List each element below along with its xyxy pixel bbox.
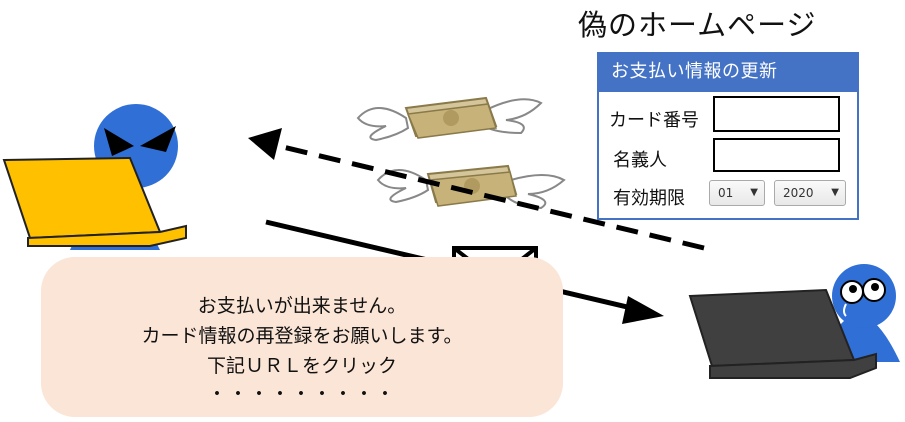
flying-money-icon bbox=[356, 96, 543, 142]
card-number-input[interactable] bbox=[713, 96, 840, 132]
money-flow-dashed-arrow bbox=[261, 139, 705, 251]
expiry-year-value: 2020 bbox=[783, 186, 814, 200]
victim-laptop bbox=[688, 288, 877, 379]
chevron-down-icon: ▼ bbox=[831, 187, 839, 198]
message-line-4: ・・・・・・・・・ bbox=[207, 383, 397, 405]
attacker-angry-eyes bbox=[104, 126, 176, 156]
holder-name-input[interactable] bbox=[713, 138, 840, 172]
holder-name-label: 名義人 bbox=[613, 150, 667, 171]
message-line-1: お支払いが出来ません。 bbox=[197, 295, 407, 317]
message-line-2: カード情報の再登録をお願いします。 bbox=[141, 325, 463, 347]
expiry-label: 有効期限 bbox=[613, 188, 685, 209]
payment-update-form: お支払い情報の更新 カード番号 名義人 有効期限 01 ▼ 2020 ▼ bbox=[597, 52, 859, 220]
solid-arrowhead bbox=[622, 296, 664, 324]
message-line-3: 下記ＵＲＬをクリック bbox=[206, 355, 397, 377]
expiry-month-select[interactable]: 01 ▼ bbox=[709, 180, 765, 206]
phishing-message-box: お支払いが出来ません。 カード情報の再登録をお願いします。 下記ＵＲＬをクリック… bbox=[41, 257, 563, 417]
attacker-laptop bbox=[2, 156, 187, 247]
expiry-month-value: 01 bbox=[718, 186, 734, 200]
dashed-arrowhead bbox=[248, 128, 282, 160]
form-header: お支払い情報の更新 bbox=[599, 54, 857, 92]
fake-homepage-title: 偽のホームページ bbox=[578, 8, 817, 42]
card-number-label: カード番号 bbox=[609, 110, 699, 131]
chevron-down-icon: ▼ bbox=[750, 187, 758, 198]
flying-money-icon bbox=[376, 164, 566, 210]
expiry-year-select[interactable]: 2020 ▼ bbox=[774, 180, 846, 206]
